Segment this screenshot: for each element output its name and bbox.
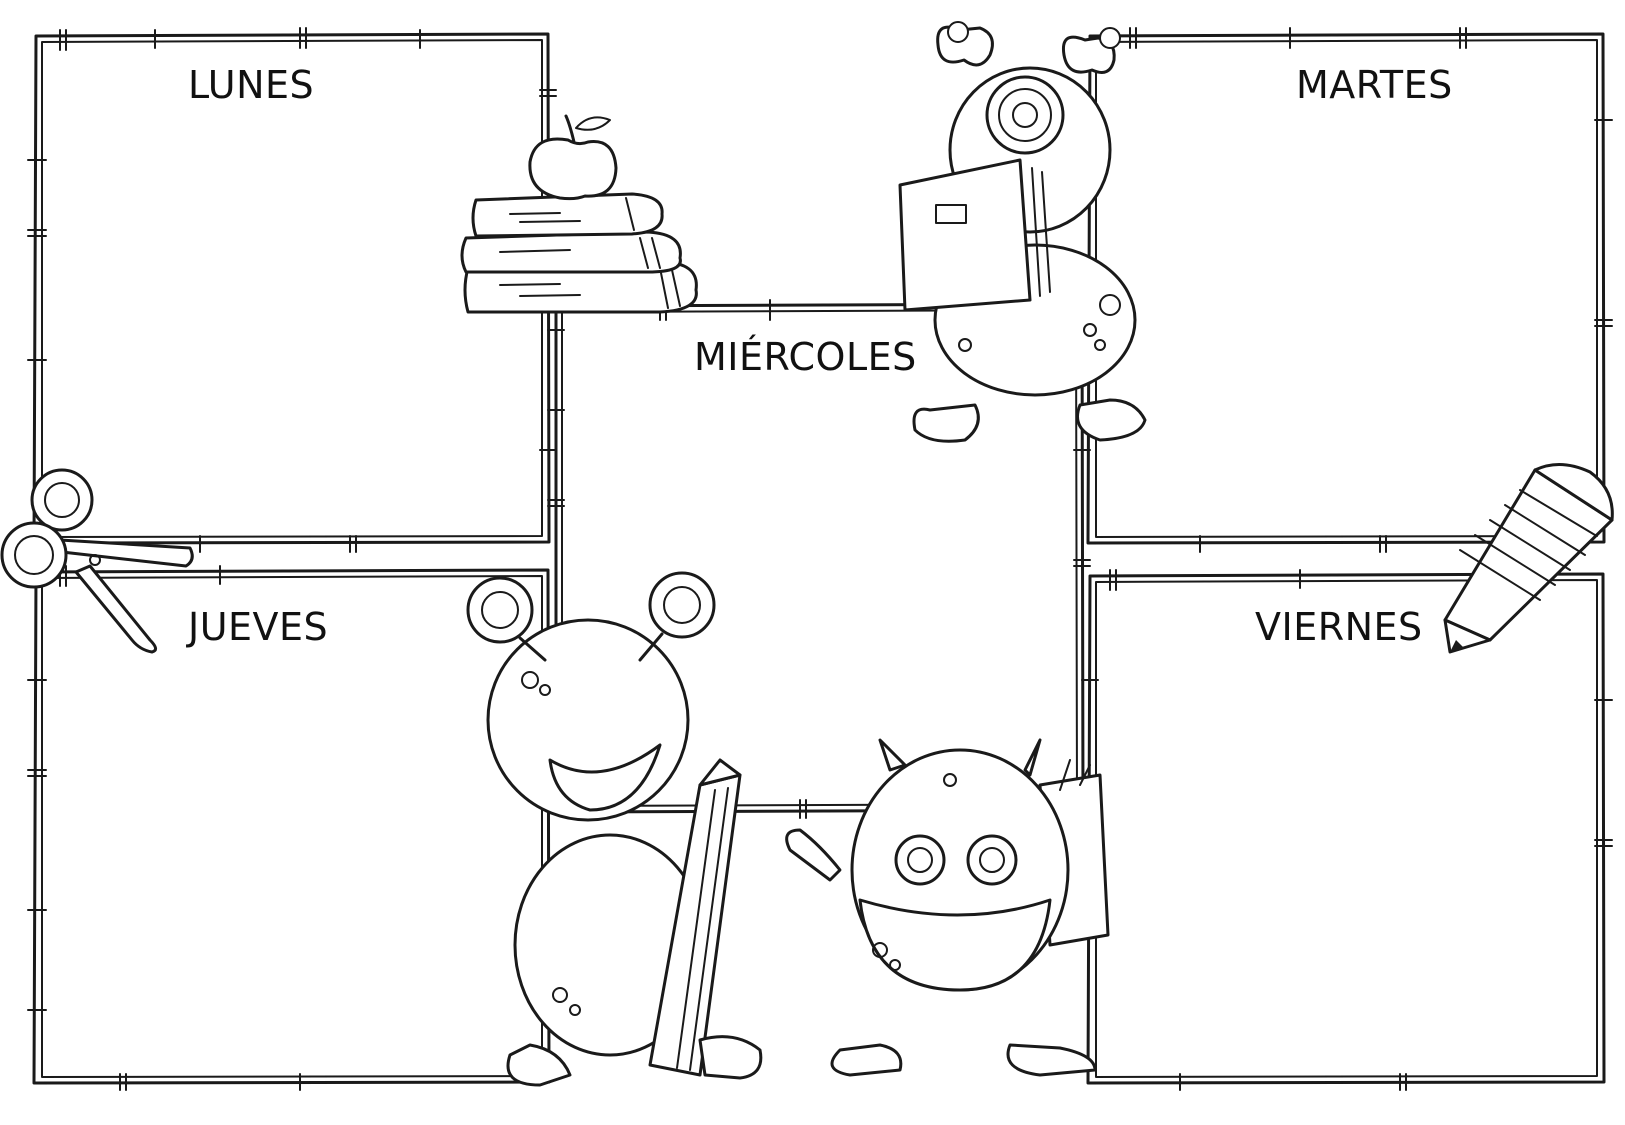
label-tuesday: MARTES [1296,63,1453,107]
label-monday: LUNES [188,63,315,107]
monster-with-backpack-illustration [785,738,1110,1077]
pencil-illustration [1443,463,1614,654]
books-with-apple-illustration [460,114,698,314]
label-wednesday: MIÉRCOLES [694,335,917,379]
monster-with-pencil-illustration [466,571,763,1087]
label-thursday: JUEVES [188,605,329,649]
frame-monday [27,27,557,553]
scissors-illustration [0,468,194,654]
label-friday: VIERNES [1255,605,1423,649]
monster-with-book-illustration [898,21,1147,443]
